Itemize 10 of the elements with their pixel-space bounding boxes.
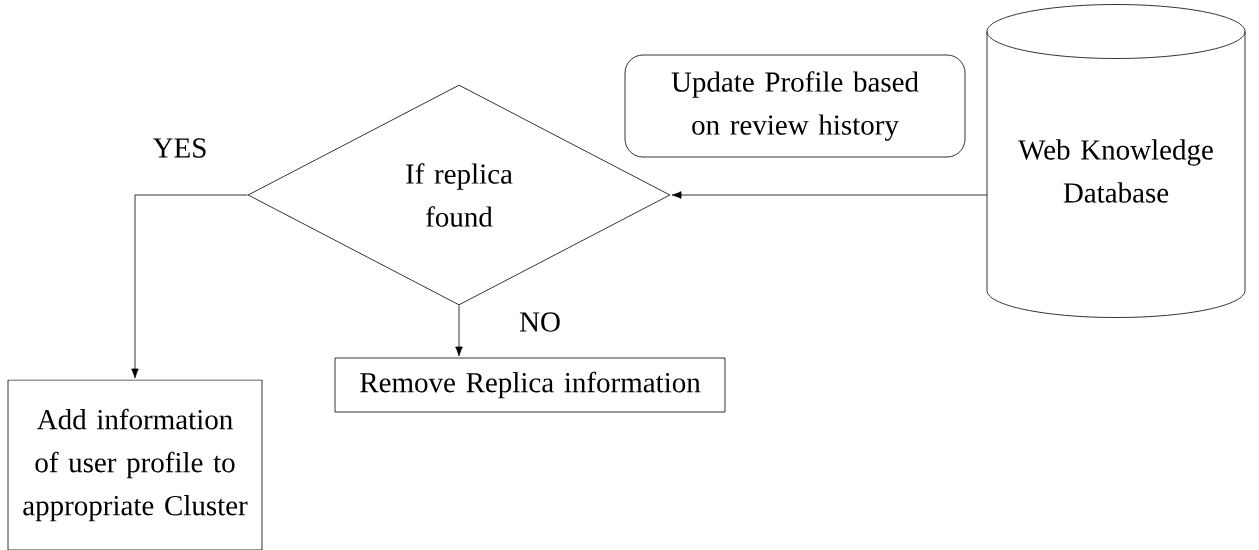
edge-label: YES bbox=[152, 138, 206, 158]
process-box: Update Profile based on review history bbox=[624, 54, 966, 158]
arrow bbox=[131, 194, 248, 379]
arrow bbox=[671, 191, 988, 199]
process-box: Remove Replica information bbox=[334, 357, 726, 413]
process-box: Add information of user profile to appropriate Cluster bbox=[7, 379, 263, 550]
database-cylinder: Web Knowledge Database bbox=[986, 4, 1246, 318]
node-label: Web Knowledge Database bbox=[1018, 139, 1213, 203]
arrow bbox=[455, 305, 463, 357]
edge-label: NO bbox=[519, 312, 560, 332]
